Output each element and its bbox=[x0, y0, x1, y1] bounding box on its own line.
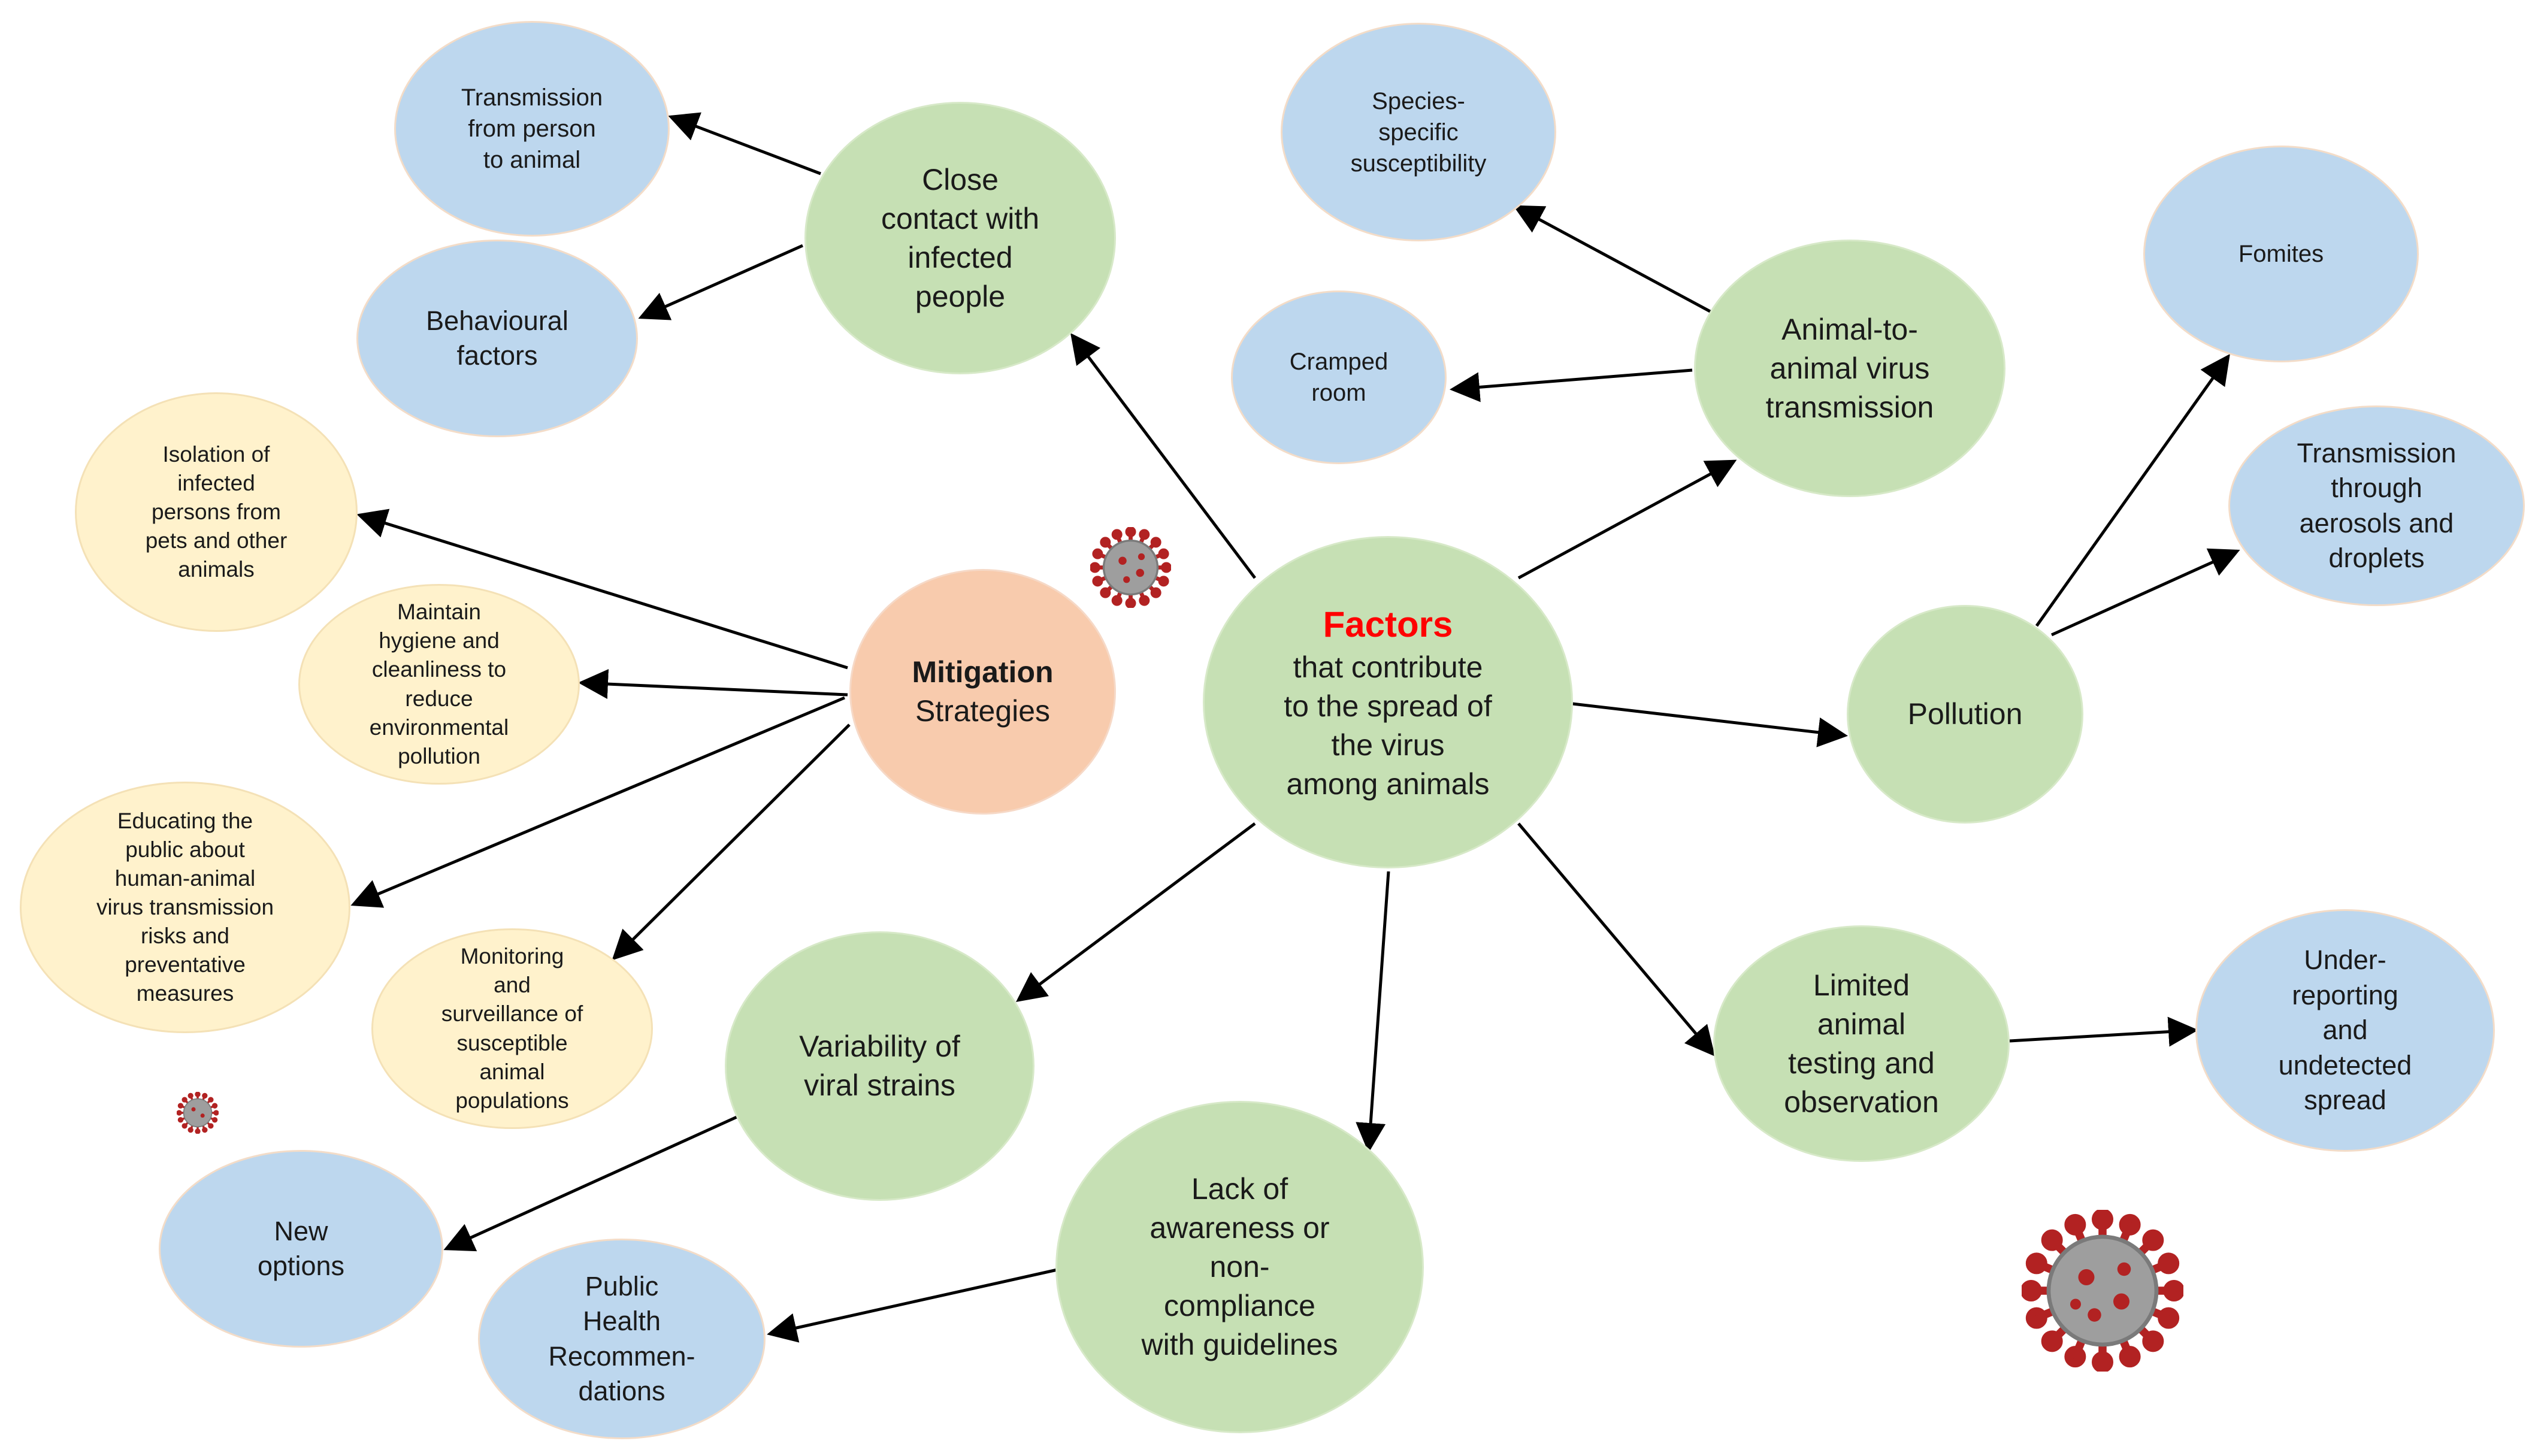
transmission-person-animal-node: Transmission from person to animal bbox=[394, 21, 670, 237]
limited-testing-node: Limited animal testing and observation bbox=[1713, 925, 2010, 1162]
arrow-mitigation-to-hygiene bbox=[578, 669, 848, 699]
arrow-pollution-to-aerosols bbox=[2050, 548, 2240, 637]
close-contact-label: Close contact with infected people bbox=[881, 162, 1039, 313]
factors-subtitle: that contribute to the spread of the vir… bbox=[1284, 650, 1492, 801]
fomites-node: Fomites bbox=[2143, 146, 2419, 362]
hygiene-strategy-label: Maintain hygiene and cleanliness to redu… bbox=[369, 600, 509, 768]
aerosols-label: Transmission through aerosols and drople… bbox=[2297, 437, 2457, 574]
arrow-center-to-lack-of-awareness bbox=[1356, 871, 1390, 1153]
isolation-strategy-label: Isolation of infected persons from pets … bbox=[145, 441, 288, 582]
public-health-node: Public Health Recommen- dations bbox=[478, 1239, 766, 1439]
arrow-testing-to-underreporting bbox=[2009, 1016, 2198, 1047]
arrow-mitigation-to-monitoring bbox=[612, 724, 851, 961]
animal-transmission-label: Animal-to- animal virus transmission bbox=[1765, 312, 1934, 424]
arrow-center-to-close-contact bbox=[1070, 333, 1256, 579]
isolation-strategy-node: Isolation of infected persons from pets … bbox=[75, 392, 358, 632]
arrow-animal-to-cramped bbox=[1450, 368, 1693, 402]
factors-center-node: Factors that contribute to the spread of… bbox=[1203, 536, 1573, 868]
mitigation-subtitle: Strategies bbox=[915, 694, 1051, 728]
species-specific-node: Species- specific susceptibility bbox=[1281, 23, 1556, 241]
under-reporting-node: Under- reporting and undetected spread bbox=[2195, 909, 2495, 1152]
hygiene-strategy-node: Maintain hygiene and cleanliness to redu… bbox=[298, 584, 580, 785]
under-reporting-label: Under- reporting and undetected spread bbox=[2278, 945, 2412, 1116]
transmission-person-animal-label: Transmission from person to animal bbox=[461, 84, 603, 173]
new-options-label: New options bbox=[257, 1215, 345, 1282]
arrow-variability-to-new-options bbox=[443, 1115, 738, 1252]
monitoring-strategy-label: Monitoring and surveillance of susceptib… bbox=[441, 944, 583, 1113]
close-contact-node: Close contact with infected people bbox=[804, 102, 1116, 374]
pollution-label: Pollution bbox=[1907, 697, 2023, 731]
virus-spikes bbox=[1090, 527, 1171, 608]
virus-spikes bbox=[2022, 1210, 2183, 1372]
virus-icon-small bbox=[177, 1092, 219, 1134]
mitigation-node: Mitigation Strategies bbox=[849, 569, 1116, 815]
animal-transmission-node: Animal-to- animal virus transmission bbox=[1694, 240, 2005, 497]
new-options-node: New options bbox=[159, 1150, 443, 1348]
limited-testing-label: Limited animal testing and observation bbox=[1784, 968, 1939, 1119]
educating-strategy-node: Educating the public about human-animal … bbox=[20, 782, 350, 1033]
arrow-animal-to-species bbox=[1512, 205, 1711, 313]
variability-node: Variability of viral strains bbox=[725, 931, 1034, 1201]
arrow-close-contact-to-transmission bbox=[668, 112, 821, 175]
pollution-node: Pollution bbox=[1847, 605, 2083, 824]
arrow-mitigation-to-educating bbox=[350, 696, 845, 908]
lack-of-awareness-label: Lack of awareness or non- compliance wit… bbox=[1141, 1172, 1338, 1361]
arrow-center-to-variability bbox=[1015, 822, 1256, 1002]
arrow-mitigation-to-isolation bbox=[356, 508, 848, 670]
mitigation-title: Mitigation bbox=[912, 655, 1054, 689]
cramped-room-node: Cramped room bbox=[1231, 290, 1447, 464]
aerosols-node: Transmission through aerosols and drople… bbox=[2228, 405, 2525, 606]
lack-of-awareness-node: Lack of awareness or non- compliance wit… bbox=[1055, 1101, 1424, 1433]
arrow-close-contact-to-behavioural bbox=[638, 244, 804, 320]
virus-icon-top bbox=[1090, 527, 1171, 608]
monitoring-strategy-node: Monitoring and surveillance of susceptib… bbox=[371, 928, 653, 1129]
arrow-center-to-pollution bbox=[1572, 702, 1848, 747]
educating-strategy-label: Educating the public about human-animal … bbox=[96, 808, 274, 1006]
arrow-center-to-limited-testing bbox=[1517, 822, 1716, 1057]
factors-title: Factors bbox=[1323, 604, 1453, 644]
cramped-room-label: Cramped room bbox=[1289, 349, 1389, 406]
species-specific-label: Species- specific susceptibility bbox=[1350, 87, 1487, 177]
variability-label: Variability of viral strains bbox=[799, 1030, 960, 1102]
virus-icon-large bbox=[2022, 1210, 2183, 1372]
arrow-pollution-to-fomites bbox=[2035, 353, 2230, 627]
fomites-label: Fomites bbox=[2238, 241, 2324, 267]
arrow-awareness-to-public-health bbox=[767, 1268, 1058, 1343]
behavioural-node: Behavioural factors bbox=[356, 240, 638, 437]
public-health-label: Public Health Recommen- dations bbox=[548, 1270, 695, 1407]
arrow-center-to-animal-transmission bbox=[1517, 459, 1737, 580]
behavioural-label: Behavioural factors bbox=[426, 305, 568, 371]
